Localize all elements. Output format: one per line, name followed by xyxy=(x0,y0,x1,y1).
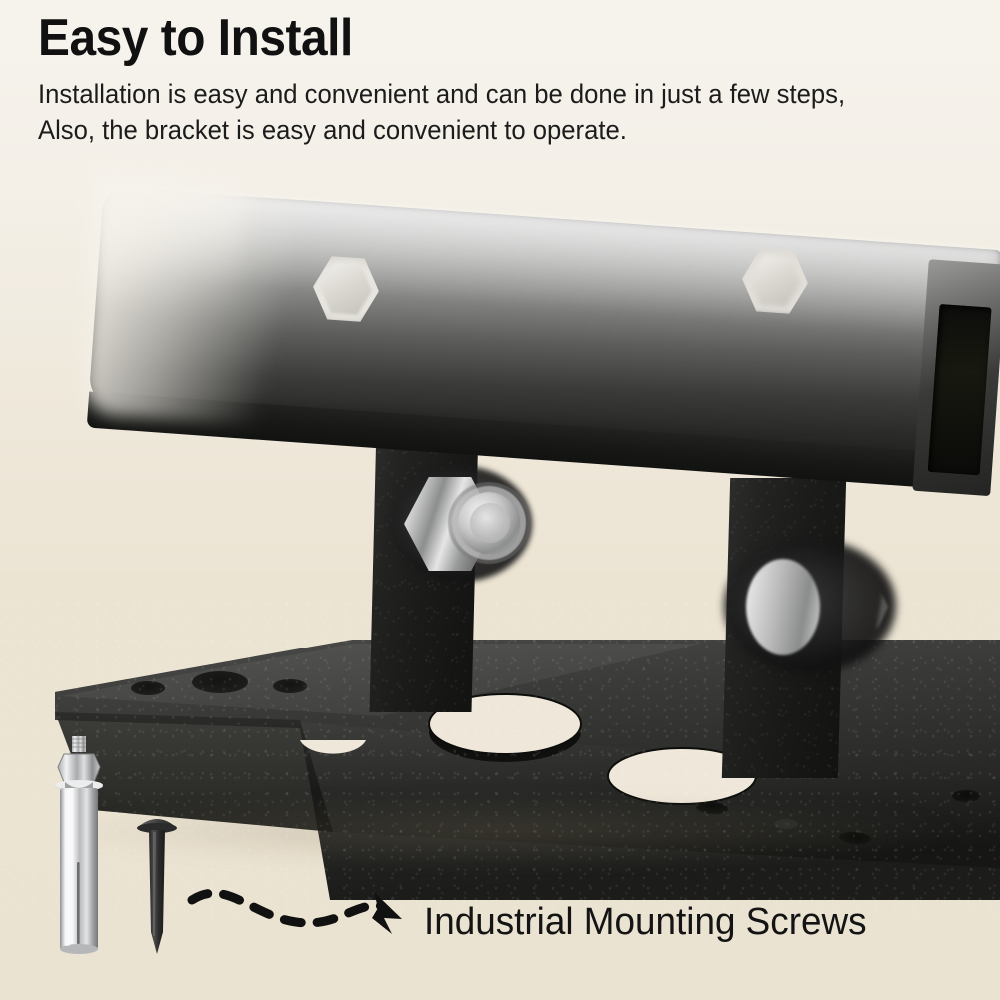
callout-caption: Industrial Mounting Screws xyxy=(424,901,867,943)
bolt-washer xyxy=(746,559,820,655)
subtitle-line-2: Also, the bracket is easy and convenient… xyxy=(38,115,627,145)
wedge-anchor-bolt xyxy=(52,736,106,954)
plate-drop-shadow xyxy=(60,796,960,866)
chrome-nut-left xyxy=(390,466,532,582)
black-wood-screw xyxy=(134,812,180,960)
page-title: Easy to Install xyxy=(38,9,353,67)
dashed-curved-arrow-right xyxy=(186,872,436,950)
header-block: Easy to Install Installation is easy and… xyxy=(38,8,968,148)
bolt-stud-face xyxy=(470,503,510,543)
subtitle-line-1: Installation is easy and convenient and … xyxy=(38,79,846,109)
chrome-hex-bolt-right xyxy=(724,539,896,673)
arrow-svg xyxy=(187,888,402,934)
screw-svg xyxy=(137,819,177,954)
anchor-svg xyxy=(55,736,103,954)
bar-focus-fade-corner xyxy=(86,173,245,304)
horizontal-square-tube-bar xyxy=(81,173,1000,550)
page-subtitle: Installation is easy and convenient and … xyxy=(38,76,922,148)
